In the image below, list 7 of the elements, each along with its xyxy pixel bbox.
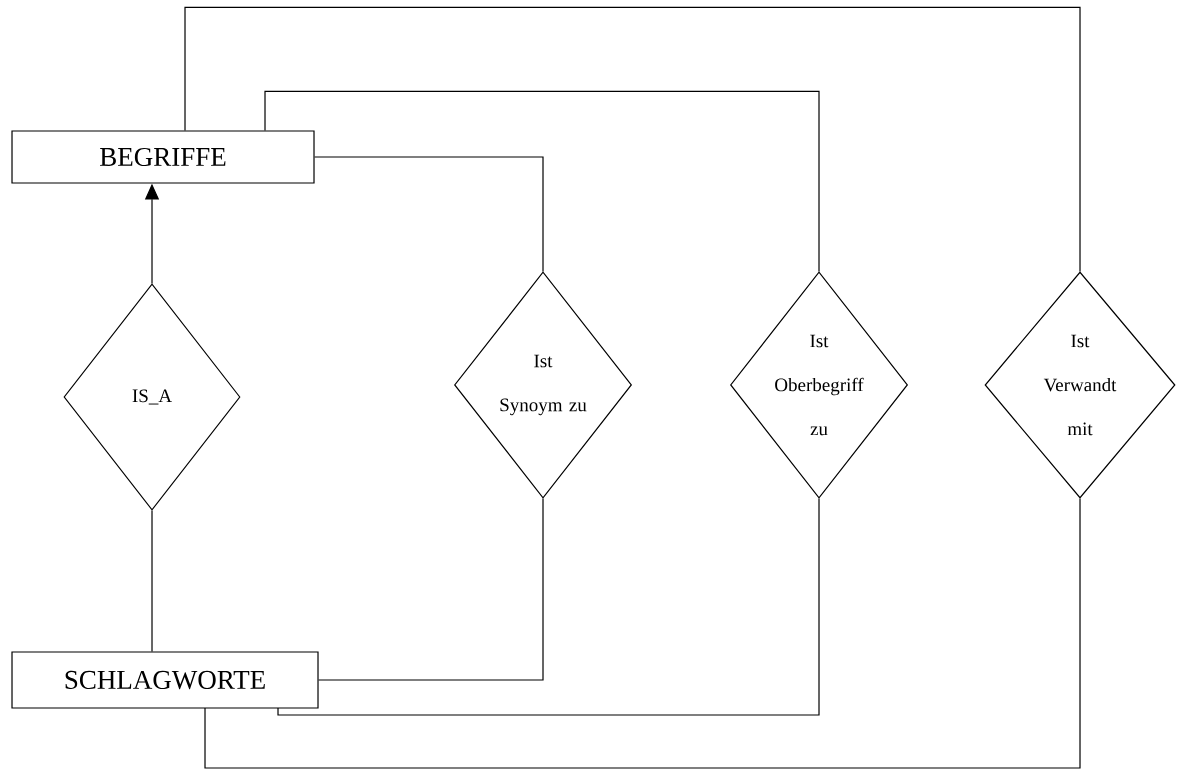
- connector: [318, 498, 544, 681]
- entity-box: BEGRIFFE: [11, 130, 315, 184]
- connector: [151, 510, 153, 652]
- connector: [277, 498, 820, 716]
- connector: [204, 498, 1081, 769]
- entity-box: SCHLAGWORTE: [11, 651, 319, 709]
- connector: [314, 156, 544, 272]
